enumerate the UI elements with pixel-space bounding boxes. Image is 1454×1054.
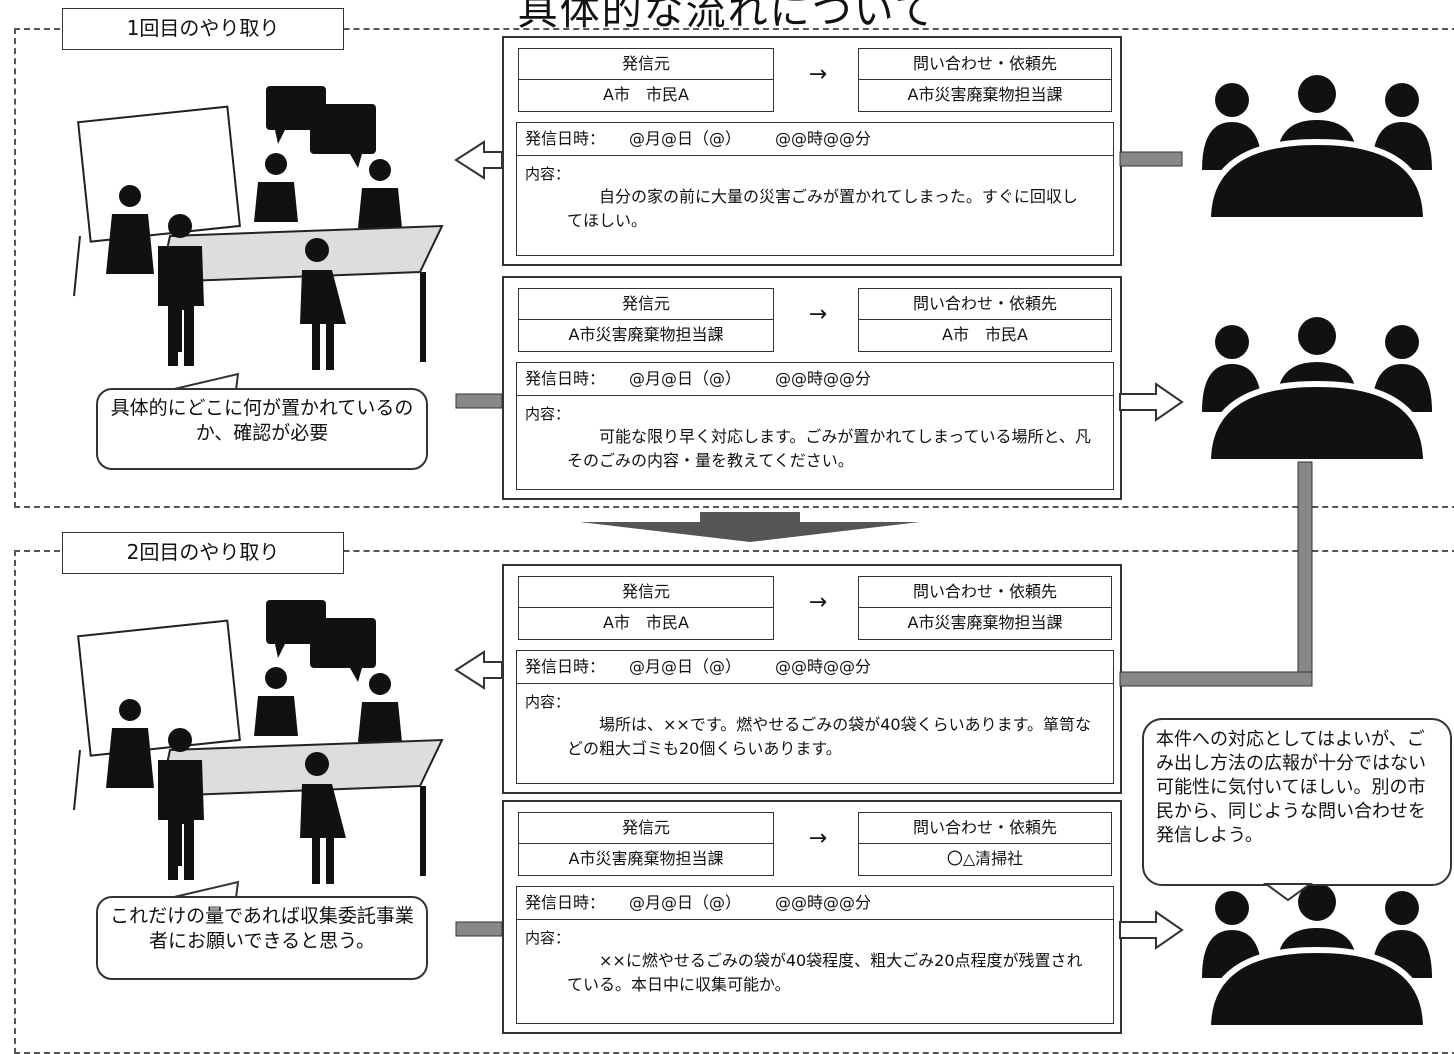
right-arrow-icon: → — [808, 826, 828, 851]
datetime-time: @@時@@分 — [775, 657, 872, 676]
group-icon — [1202, 317, 1432, 465]
content-label: 内容： — [525, 929, 571, 947]
content-text: 自分の家の前に大量の災害ごみが置かれてしまった。すぐに回収してほしい。 — [567, 187, 1078, 230]
message-box: 発信日時： @月@日（@） @@時@@分 内容： 可能な限り早く対応します。ごみが置… — [516, 362, 1114, 490]
left-bubble-2: これだけの量であれば収集委託事業者にお願いできると思う。 — [96, 896, 428, 980]
datetime-time: @@時@@分 — [775, 893, 872, 912]
sender-value: A市 市民A — [603, 85, 689, 104]
content-text: ××に燃やせるごみの袋が40袋程度、粗大ごみ20点程度が残置されている。本日中に… — [567, 951, 1083, 994]
datetime-row: 発信日時： @月@日（@） @@時@@分 — [517, 887, 1113, 920]
datetime-label: 発信日時： — [525, 369, 606, 388]
recipient-header: 問い合わせ・依頼先 — [859, 289, 1111, 320]
right-bubble: 本件への対応としてはよいが、ごみ出し方法の広報が十分ではない可能性に気付いてほし… — [1142, 718, 1452, 886]
message-box: 発信日時： @月@日（@） @@時@@分 内容： ××に燃やせるごみの袋が40袋程度… — [516, 886, 1114, 1024]
recipient-value: 〇△清掃社 — [946, 849, 1024, 868]
sender-header: 発信元 — [519, 49, 773, 80]
right-arrow-icon: → — [808, 302, 828, 327]
datetime-row: 発信日時： @月@日（@） @@時@@分 — [517, 363, 1113, 396]
sender-value: A市災害廃棄物担当課 — [568, 849, 724, 868]
sender-box: 発信元 A市災害廃棄物担当課 — [518, 812, 774, 876]
sender-value: A市 市民A — [603, 613, 689, 632]
recipient-header: 問い合わせ・依頼先 — [859, 49, 1111, 80]
recipient-box: 問い合わせ・依頼先 A市 市民A — [858, 288, 1112, 352]
message-card: 発信元 A市災害廃棄物担当課 → 問い合わせ・依頼先 A市 市民A 発信日時： @… — [502, 276, 1122, 500]
datetime-date: @月@日（@） — [629, 657, 742, 676]
sender-value: A市災害廃棄物担当課 — [568, 325, 724, 344]
message-card: 発信元 A市 市民A → 問い合わせ・依頼先 A市災害廃棄物担当課 発信日時： @… — [502, 564, 1122, 794]
content-label: 内容： — [525, 693, 571, 711]
datetime-date: @月@日（@） — [629, 893, 742, 912]
datetime-label: 発信日時： — [525, 657, 606, 676]
recipient-box: 問い合わせ・依頼先 A市災害廃棄物担当課 — [858, 48, 1112, 112]
recipient-header: 問い合わせ・依頼先 — [859, 577, 1111, 608]
recipient-value: A市 市民A — [942, 325, 1028, 344]
content-label: 内容： — [525, 165, 571, 183]
recipient-header: 問い合わせ・依頼先 — [859, 813, 1111, 844]
message-box: 発信日時： @月@日（@） @@時@@分 内容： 場所は、××です。燃やせるごみの袋… — [516, 650, 1114, 784]
right-arrow-icon: → — [808, 590, 828, 615]
datetime-time: @@時@@分 — [775, 369, 872, 388]
left-bubble-1: 具体的にどこに何が置かれているのか、確認が必要 — [96, 388, 428, 470]
datetime-row: 発信日時： @月@日（@） @@時@@分 — [517, 123, 1113, 156]
section-1-frame — [14, 28, 1454, 508]
recipient-box: 問い合わせ・依頼先 〇△清掃社 — [858, 812, 1112, 876]
group-icon — [1202, 75, 1432, 223]
recipient-value: A市災害廃棄物担当課 — [907, 85, 1063, 104]
sender-header: 発信元 — [519, 813, 773, 844]
sender-box: 発信元 A市 市民A — [518, 576, 774, 640]
content-text: 可能な限り早く対応します。ごみが置かれてしまっている場所と、凡そのごみの内容・量… — [567, 427, 1091, 470]
message-card: 発信元 A市災害廃棄物担当課 → 問い合わせ・依頼先 〇△清掃社 発信日時： @月… — [502, 800, 1122, 1034]
message-box: 発信日時： @月@日（@） @@時@@分 内容： 自分の家の前に大量の災害ごみが置か… — [516, 122, 1114, 256]
sender-header: 発信元 — [519, 289, 773, 320]
content-label: 内容： — [525, 405, 571, 423]
down-arrow-icon — [580, 512, 920, 542]
recipient-box: 問い合わせ・依頼先 A市災害廃棄物担当課 — [858, 576, 1112, 640]
datetime-label: 発信日時： — [525, 129, 606, 148]
datetime-date: @月@日（@） — [629, 129, 742, 148]
datetime-time: @@時@@分 — [775, 129, 872, 148]
message-card: 発信元 A市 市民A → 問い合わせ・依頼先 A市災害廃棄物担当課 発信日時： @… — [502, 36, 1122, 266]
content-text: 場所は、××です。燃やせるごみの袋が40袋くらいあります。箪笥などの粗大ゴミも2… — [567, 715, 1091, 758]
datetime-row: 発信日時： @月@日（@） @@時@@分 — [517, 651, 1113, 684]
datetime-date: @月@日（@） — [629, 369, 742, 388]
datetime-label: 発信日時： — [525, 893, 606, 912]
section-1-label: 1回目のやり取り — [62, 8, 344, 50]
section-2-label: 2回目のやり取り — [62, 532, 344, 574]
sender-box: 発信元 A市災害廃棄物担当課 — [518, 288, 774, 352]
recipient-value: A市災害廃棄物担当課 — [907, 613, 1063, 632]
sender-header: 発信元 — [519, 577, 773, 608]
meeting-room-icon — [73, 600, 444, 884]
right-arrow-icon: → — [808, 62, 828, 87]
meeting-room-icon — [73, 86, 444, 370]
group-icon — [1202, 883, 1432, 1031]
sender-box: 発信元 A市 市民A — [518, 48, 774, 112]
speech-bubble-tail-icon — [1262, 883, 1314, 902]
